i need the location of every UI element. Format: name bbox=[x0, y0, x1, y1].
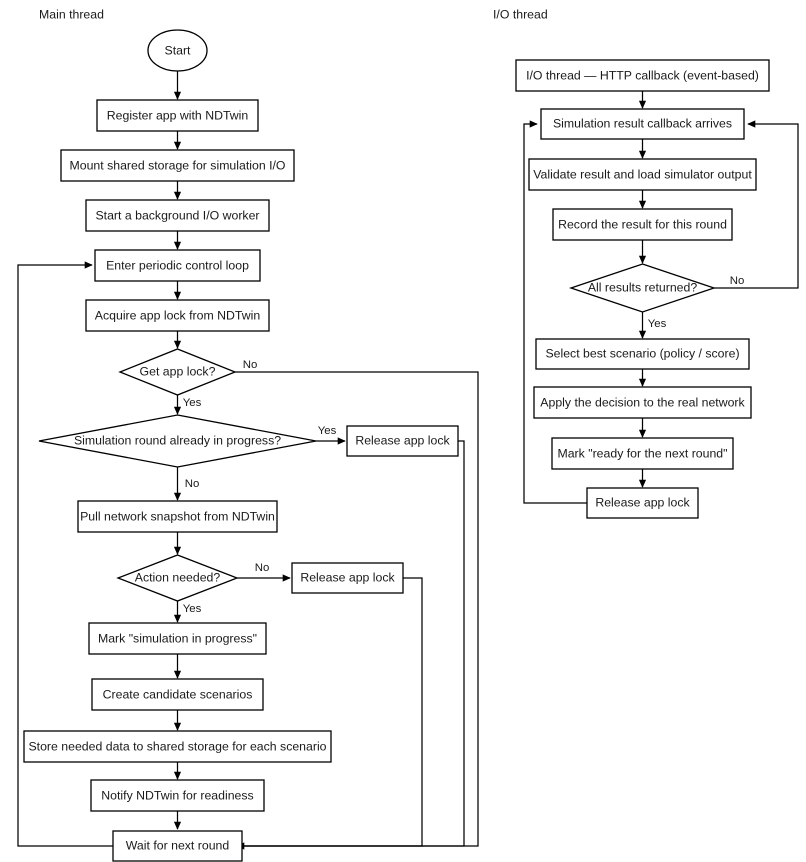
node-start[interactable]: Start bbox=[147, 29, 208, 72]
release-app-lock-2-box bbox=[291, 562, 404, 594]
edge-label-allreturned-yes: Yes bbox=[648, 318, 667, 330]
node-release2-label: Release app lock bbox=[300, 570, 395, 584]
edge-release3-to-callback bbox=[523, 120, 587, 504]
node-store-data[interactable]: Store needed data to shared storage for … bbox=[23, 730, 332, 763]
edge-label-action-no: No bbox=[255, 562, 270, 574]
enter-control-loop-box bbox=[94, 249, 261, 282]
node-mark-progress-label: Mark "simulation in progress" bbox=[98, 631, 257, 645]
node-notify-ndtwin[interactable]: Notify NDTwin for readiness bbox=[90, 779, 265, 812]
mark-ready-box bbox=[551, 437, 734, 470]
register-app-box bbox=[96, 99, 259, 132]
node-release-app-lock-1[interactable]: Release app lock bbox=[346, 425, 459, 457]
node-io-thread-header[interactable]: I/O thread — HTTP callback (event-based) bbox=[515, 59, 770, 92]
mark-simulation-box bbox=[88, 622, 267, 655]
node-get-app-lock-decision[interactable]: Get app lock? bbox=[118, 348, 237, 396]
node-allreturned-label: All results returned? bbox=[588, 280, 698, 294]
node-mount-storage[interactable]: Mount shared storage for simulation I/O bbox=[60, 149, 295, 182]
node-pull-label: Pull network snapshot from NDTwin bbox=[80, 509, 275, 523]
node-markready-label: Mark "ready for the next round" bbox=[557, 446, 727, 460]
node-all-results-returned-decision[interactable]: All results returned? bbox=[568, 263, 717, 313]
acquire-app-lock-box bbox=[85, 299, 270, 332]
edge-label-action-yes: Yes bbox=[183, 603, 202, 615]
node-callback-label: Simulation result callback arrives bbox=[553, 116, 732, 130]
select-best-scenario-box bbox=[535, 338, 750, 370]
node-validate-label: Validate result and load simulator outpu… bbox=[533, 167, 752, 181]
node-get-lock-label: Get app lock? bbox=[140, 364, 216, 378]
node-select-best-scenario[interactable]: Select best scenario (policy / score) bbox=[535, 338, 750, 370]
lane-label-main-thread: Main thread bbox=[39, 7, 104, 21]
record-result-box bbox=[552, 208, 733, 241]
node-apply-decision[interactable]: Apply the decision to the real network bbox=[533, 386, 752, 419]
edge-label-round-no: No bbox=[185, 478, 200, 490]
node-store-label: Store needed data to shared storage for … bbox=[28, 739, 326, 753]
edge-label-round-yes: Yes bbox=[318, 425, 337, 437]
node-action-needed-decision[interactable]: Action needed? bbox=[116, 554, 239, 602]
node-release-app-lock-3[interactable]: Release app lock bbox=[586, 487, 699, 519]
edge-wait-to-loop bbox=[17, 261, 113, 847]
callback-arrives-box bbox=[540, 108, 745, 140]
node-acquire-app-lock[interactable]: Acquire app lock from NDTwin bbox=[85, 299, 270, 332]
lane-label-io-thread: I/O thread bbox=[493, 7, 548, 21]
node-start-io-worker[interactable]: Start a background I/O worker bbox=[85, 199, 270, 232]
node-io-header-label: I/O thread — HTTP callback (event-based) bbox=[526, 68, 759, 82]
node-notify-label: Notify NDTwin for readiness bbox=[101, 788, 253, 802]
node-action-label: Action needed? bbox=[135, 570, 221, 584]
node-release1-label: Release app lock bbox=[355, 433, 450, 447]
node-select-label: Select best scenario (policy / score) bbox=[545, 346, 739, 360]
node-release3-label: Release app lock bbox=[595, 495, 690, 509]
edge-label-allreturned-no: No bbox=[730, 275, 745, 287]
node-record-result[interactable]: Record the result for this round bbox=[552, 208, 733, 241]
node-mark-ready-next-round[interactable]: Mark "ready for the next round" bbox=[551, 437, 734, 470]
node-enter-control-loop[interactable]: Enter periodic control loop bbox=[94, 249, 261, 282]
start-io-worker-box bbox=[85, 199, 270, 232]
node-wait-next-round[interactable]: Wait for next round bbox=[112, 830, 243, 862]
node-loop-label: Enter periodic control loop bbox=[106, 258, 249, 272]
node-create-candidate-scenarios[interactable]: Create candidate scenarios bbox=[91, 678, 264, 711]
node-acquire-label: Acquire app lock from NDTwin bbox=[95, 308, 261, 322]
edge-allreturned-no-to-callback bbox=[714, 120, 799, 289]
io-thread-header-box bbox=[515, 59, 770, 92]
apply-decision-box bbox=[533, 386, 752, 419]
release-app-lock-1-box bbox=[346, 425, 459, 457]
node-apply-label: Apply the decision to the real network bbox=[540, 395, 745, 409]
validate-result-box bbox=[528, 158, 757, 191]
edge-label-getlock-no: No bbox=[243, 359, 258, 371]
node-register-app[interactable]: Register app with NDTwin bbox=[96, 99, 259, 132]
create-scenarios-box bbox=[91, 678, 264, 711]
node-wait-label: Wait for next round bbox=[126, 838, 230, 852]
node-start-label: Start bbox=[165, 43, 192, 57]
notify-ndtwin-box bbox=[90, 779, 265, 812]
node-validate-result[interactable]: Validate result and load simulator outpu… bbox=[528, 158, 757, 191]
node-register-label: Register app with NDTwin bbox=[107, 108, 249, 122]
node-create-label: Create candidate scenarios bbox=[103, 687, 253, 701]
release-app-lock-3-box bbox=[586, 487, 699, 519]
node-worker-label: Start a background I/O worker bbox=[95, 208, 259, 222]
pull-snapshot-box bbox=[77, 500, 278, 533]
node-pull-snapshot[interactable]: Pull network snapshot from NDTwin bbox=[77, 500, 278, 533]
edge-label-getlock-yes: Yes bbox=[183, 397, 202, 409]
node-round-in-progress-decision[interactable]: Simulation round already in progress? bbox=[38, 414, 317, 468]
node-round-label: Simulation round already in progress? bbox=[74, 433, 281, 447]
edge-release2-to-wait bbox=[237, 577, 423, 847]
node-record-label: Record the result for this round bbox=[558, 217, 727, 231]
node-mark-simulation-in-progress[interactable]: Mark "simulation in progress" bbox=[88, 622, 267, 655]
node-mount-label: Mount shared storage for simulation I/O bbox=[70, 158, 286, 172]
node-callback-arrives[interactable]: Simulation result callback arrives bbox=[540, 108, 745, 140]
node-release-app-lock-2[interactable]: Release app lock bbox=[291, 562, 404, 594]
